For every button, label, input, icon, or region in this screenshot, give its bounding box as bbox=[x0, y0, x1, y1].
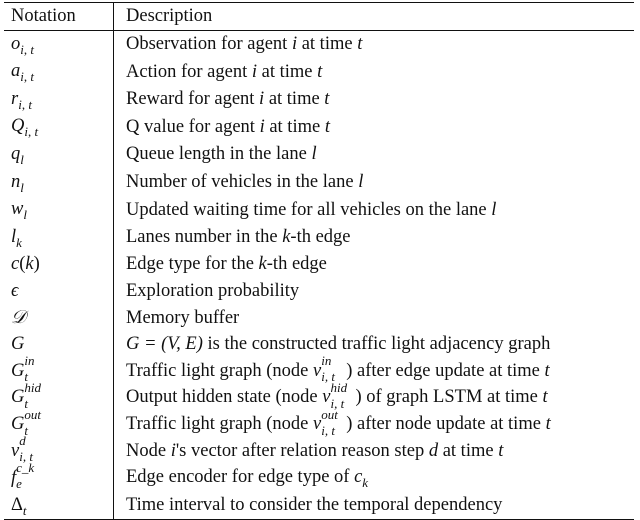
table-row: Qi, t Q value for agent i at time t bbox=[4, 113, 634, 141]
notation-cell: Δt bbox=[4, 491, 114, 520]
notation-cell: lk bbox=[4, 223, 114, 252]
description-cell: Queue length in the lane l bbox=[126, 144, 317, 165]
notation-cell: ai, t bbox=[4, 58, 114, 86]
table-row: ϵ Exploration probability bbox=[4, 277, 634, 305]
notation-header: Notation bbox=[4, 2, 114, 31]
notation-cell: G bbox=[4, 331, 114, 358]
description-cell: Observation for agent i at time t bbox=[126, 34, 363, 55]
header-row: Notation Description bbox=[4, 2, 634, 31]
notation-cell: c(k) bbox=[4, 251, 114, 278]
description-cell: Q value for agent i at time t bbox=[126, 116, 330, 137]
description-cell: Edge type for the k-th edge bbox=[126, 254, 327, 275]
description-cell: Node i's vector after relation reason st… bbox=[126, 440, 504, 461]
table-row: c(k) Edge type for the k-th edge bbox=[4, 251, 634, 278]
notation-cell: ql bbox=[4, 140, 114, 169]
table-row: nl Number of vehicles in the lane l bbox=[4, 168, 634, 197]
table-row: wl Updated waiting time for all vehicles … bbox=[4, 196, 634, 224]
notation-cell: nl bbox=[4, 168, 114, 197]
description-cell: Memory buffer bbox=[126, 307, 240, 328]
table-row: lk Lanes number in the k-th edge bbox=[4, 223, 634, 252]
description-cell: Edge encoder for edge type of ck bbox=[126, 467, 369, 491]
description-cell: Time interval to consider the temporal d… bbox=[126, 495, 503, 516]
description-cell: G = (V, E) is the constructed traffic li… bbox=[126, 334, 551, 355]
description-cell: Number of vehicles in the lane l bbox=[126, 172, 364, 193]
notation-cell: wl bbox=[4, 196, 114, 224]
table-row: oi, t Observation for agent i at time t bbox=[4, 30, 634, 59]
notation-cell: 𝒟 bbox=[4, 304, 114, 332]
notation-table: Notation Description oi, t Observation fo… bbox=[4, 2, 634, 520]
notation-cell: ri, t bbox=[4, 85, 114, 114]
table-row: ri, t Reward for agent i at time t bbox=[4, 85, 634, 114]
notation-table-container: Notation Description oi, t Observation fo… bbox=[4, 2, 634, 520]
notation-cell: Qi, t bbox=[4, 113, 114, 141]
table-body: oi, t Observation for agent i at time t ai… bbox=[4, 30, 634, 520]
description-cell: Reward for agent i at time t bbox=[126, 89, 330, 110]
description-cell: Updated waiting time for all vehicles on… bbox=[126, 199, 497, 220]
table-row: G G = (V, E) is the constructed traffic l… bbox=[4, 331, 634, 358]
description-cell: Exploration probability bbox=[126, 280, 300, 301]
notation-cell: ϵ bbox=[4, 277, 114, 305]
description-cell: Lanes number in the k-th edge bbox=[126, 227, 351, 248]
description-header: Description bbox=[126, 6, 213, 26]
table-row: ql Queue length in the lane l bbox=[4, 140, 634, 169]
notation-cell: oi, t bbox=[4, 30, 114, 59]
description-cell: Action for agent i at time t bbox=[126, 61, 323, 82]
table-row: 𝒟 Memory buffer bbox=[4, 304, 634, 332]
table-row: ai, t Action for agent i at time t bbox=[4, 58, 634, 86]
